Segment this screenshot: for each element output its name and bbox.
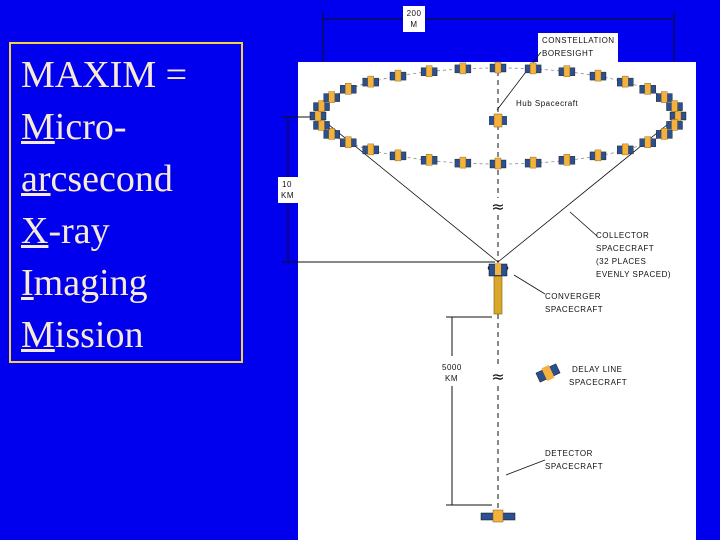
collector-spacecraft [656,91,673,103]
collector-label-4: EVENLY SPACED) [596,270,671,279]
dim-top-value: 200 [407,9,422,18]
title-underlined-part: I [21,262,34,304]
collector-spacecraft [340,83,357,95]
collector-spacecraft [666,100,683,112]
title-line: Micro- [21,108,127,146]
delay-line-label-1: DELAY LINE [572,365,623,374]
break-1-bg [491,198,505,214]
boresight-label-1: CONSTELLATION [542,36,615,45]
dim-left-unit: KM [281,191,294,200]
dim-mid-unit: KM [445,374,458,383]
title-text-part: icro- [54,106,127,148]
collector-label-3: (32 PLACES [596,257,646,266]
collector-leader [569,211,598,237]
title-line: MAXIM = [21,56,187,94]
collector-spacecraft [489,61,507,74]
collector-spacecraft [639,136,656,148]
boresight-leader [496,51,542,111]
title-line: Imaging [21,264,148,302]
collector-spacecraft [420,154,438,166]
delay-line-label-2: SPACECRAFT [569,378,627,387]
dim-top-label-box [403,6,425,32]
title-line: arcsecond [21,160,173,198]
title-text-part: ission [54,314,144,356]
collector-spacecraft [489,157,507,170]
detector-spacecraft [480,509,516,523]
detector-label-1: DETECTOR [545,449,593,458]
detector-label-2: SPACECRAFT [545,462,603,471]
title-line: Mission [21,316,144,354]
collector-label-1: COLLECTOR [596,231,649,240]
collector-spacecraft [454,62,472,75]
collector-spacecraft [362,143,379,156]
dim-mid-value: 5000 [442,363,462,372]
collector-spacecraft [589,69,607,82]
detector-leader [505,459,546,476]
converger-leader [513,274,546,295]
converger-label-1: CONVERGER [545,292,601,301]
collector-spacecraft [340,136,357,148]
title-underlined-part: X [21,210,49,252]
title-underlined-part: M [21,314,55,356]
collector-spacecraft [524,62,542,75]
hub-spacecraft [489,113,507,128]
title-line: X-ray [21,212,110,250]
collector-spacecraft [639,83,656,95]
break-2: ≈ [491,367,504,386]
collector-spacecraft [389,149,407,162]
title-text-part: maging [33,262,148,304]
collector-spacecraft [420,65,438,77]
dim-mid-label-box [440,356,466,386]
dim-left-value: 10 [282,180,292,189]
dim-top-unit: M [410,20,417,29]
boresight-label-box [538,33,618,62]
title-text-part: csecond [50,158,173,200]
boresight-label-2: BORESIGHT [542,49,594,58]
collector-spacecraft [362,75,379,88]
converger-spacecraft [487,263,509,315]
title-underlined-part: ar [21,158,51,200]
collector-spacecraft [589,149,607,162]
collector-spacecraft [454,156,472,169]
collector-spacecraft [617,143,634,156]
collector-ring [309,61,687,170]
collector-spacecraft [323,128,340,140]
title-underlined-part: M [21,106,55,148]
collector-spacecraft [313,100,330,112]
collector-spacecraft [558,154,576,166]
collector-spacecraft [558,65,576,77]
collector-spacecraft [666,119,683,131]
title-text-part: MAXIM = [21,54,188,96]
converger-label-2: SPACECRAFT [545,305,603,314]
collector-spacecraft [323,91,340,103]
collector-spacecraft [524,156,542,169]
collector-label-2: SPACECRAFT [596,244,654,253]
delay-line-spacecraft [535,363,561,383]
dim-left-label-box [278,177,298,203]
title-text-part: -ray [48,210,110,252]
hub-label: Hub Spacecraft [516,99,578,108]
break-1: ≈ [491,197,504,216]
collector-spacecraft [389,69,407,82]
collector-spacecraft [656,128,673,140]
collector-spacecraft [617,75,634,88]
break-2-bg [491,368,505,384]
